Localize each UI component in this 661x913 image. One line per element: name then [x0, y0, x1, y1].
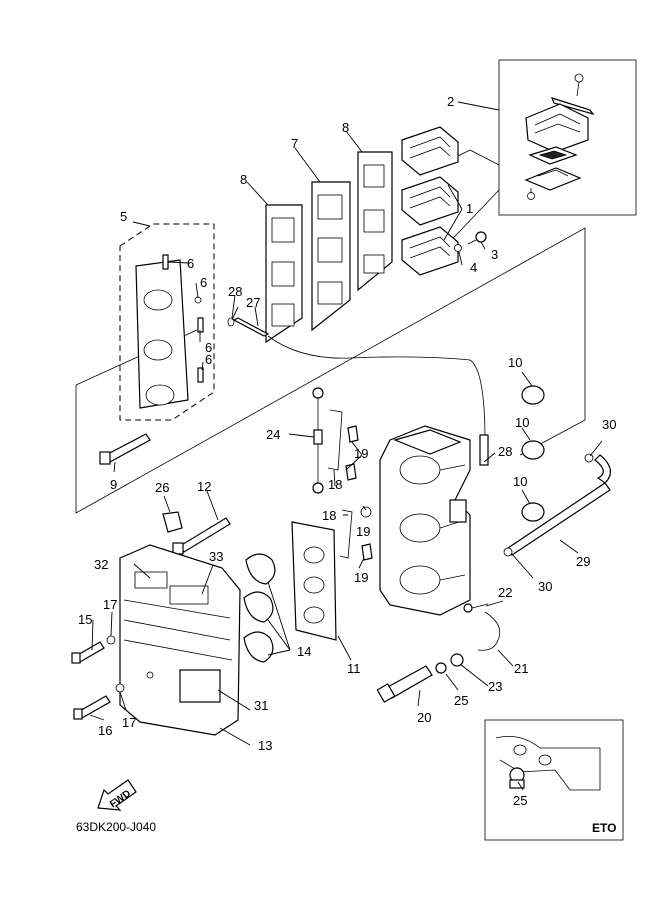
callout-6: 6	[205, 352, 212, 367]
gasket-14-c	[243, 631, 274, 663]
callout-10: 10	[508, 355, 522, 370]
clip-19-c	[361, 543, 373, 561]
intake-manifold	[135, 259, 189, 409]
callout-28: 28	[228, 284, 242, 299]
callout-17: 17	[122, 715, 136, 730]
washer-4	[454, 244, 462, 252]
gasket-8-rear	[357, 151, 393, 292]
callout-2: 2	[447, 94, 454, 109]
gasket-14-a	[245, 553, 276, 585]
leader-lines	[89, 101, 603, 791]
callout-6: 6	[200, 275, 207, 290]
pipe-27	[227, 317, 270, 337]
callout-25: 25	[513, 793, 527, 808]
carburetor-assembly	[379, 425, 471, 616]
clip-19-a	[347, 425, 359, 443]
drawing-code: 63DK200-J040	[76, 820, 156, 834]
reed-valve-stack	[401, 126, 459, 276]
plug-detail-frame	[484, 719, 624, 841]
callout-33: 33	[209, 549, 223, 564]
clamp-26	[162, 511, 183, 533]
callout-28: 28	[498, 444, 512, 459]
ring-10-a	[521, 385, 545, 405]
screw-22	[463, 603, 489, 613]
ring-10-c	[521, 502, 545, 522]
ring-10-b	[521, 440, 545, 460]
screw-16	[73, 695, 111, 720]
reed-valve-detail-frame	[498, 59, 637, 216]
detail-frame-label: ETO	[592, 821, 616, 835]
callout-19: 19	[354, 570, 368, 585]
callout-21: 21	[514, 661, 528, 676]
callout-16: 16	[98, 723, 112, 738]
gasket-8-front	[265, 204, 303, 344]
callout-17: 17	[103, 597, 117, 612]
intake-silencer-13	[119, 544, 241, 736]
callout-26: 26	[155, 480, 169, 495]
callout-20: 20	[417, 710, 431, 725]
callout-11: 11	[347, 661, 361, 676]
clip-19-b	[345, 463, 357, 481]
callout-9: 9	[110, 477, 117, 492]
callout-4: 4	[470, 260, 477, 275]
callout-25: 25	[454, 693, 468, 708]
reed-valve-detail	[524, 73, 595, 200]
callout-19: 19	[354, 446, 368, 461]
callout-5: 5	[120, 209, 127, 224]
wire-21	[477, 611, 501, 651]
elbow-30-a	[584, 453, 594, 463]
hose-clip	[479, 434, 489, 466]
callout-6: 6	[187, 256, 194, 271]
washer-17-a	[106, 635, 116, 645]
elbow-30-b	[503, 547, 513, 557]
gasket-11	[291, 521, 337, 641]
callout-22: 22	[498, 585, 512, 600]
callout-19: 19	[356, 524, 370, 539]
assembly-boundary-lines	[75, 149, 586, 514]
intake-manifold-group-outline	[119, 223, 215, 421]
bolt-3	[467, 231, 487, 245]
link-18-b	[339, 509, 353, 559]
screw-20	[376, 665, 433, 703]
screw-15	[71, 641, 105, 664]
callout-12: 12	[197, 479, 211, 494]
nut-23	[450, 653, 464, 667]
callout-15: 15	[78, 612, 92, 627]
washer-17-b	[115, 683, 125, 693]
callout-13: 13	[258, 738, 272, 753]
callout-27: 27	[246, 295, 260, 310]
callout-29: 29	[576, 554, 590, 569]
callout-14: 14	[297, 644, 311, 659]
callout-23: 23	[488, 679, 502, 694]
washer-25	[435, 662, 447, 674]
callout-6: 6	[205, 340, 212, 355]
fuel-hose	[267, 335, 486, 441]
callout-24: 24	[266, 427, 280, 442]
link-rod-24	[312, 387, 324, 494]
bolt-9	[99, 433, 151, 465]
callout-10: 10	[515, 415, 529, 430]
callout-18: 18	[328, 477, 342, 492]
callout-30: 30	[538, 579, 552, 594]
callout-30: 30	[602, 417, 616, 432]
callout-32: 32	[94, 557, 108, 572]
callout-10: 10	[513, 474, 527, 489]
gasket-7	[311, 181, 351, 332]
callout-1: 1	[466, 201, 473, 216]
callout-31: 31	[254, 698, 268, 713]
callout-3: 3	[491, 247, 498, 262]
callout-8: 8	[342, 120, 349, 135]
callout-7: 7	[291, 136, 298, 151]
clip-19-d	[360, 506, 372, 518]
callout-8: 8	[240, 172, 247, 187]
callout-18: 18	[322, 508, 336, 523]
plug-detail	[495, 735, 601, 791]
gasket-14-b	[243, 591, 274, 623]
tube-29	[507, 454, 611, 556]
fwd-arrow-icon: FWD	[97, 779, 137, 811]
link-18-a	[327, 409, 343, 471]
